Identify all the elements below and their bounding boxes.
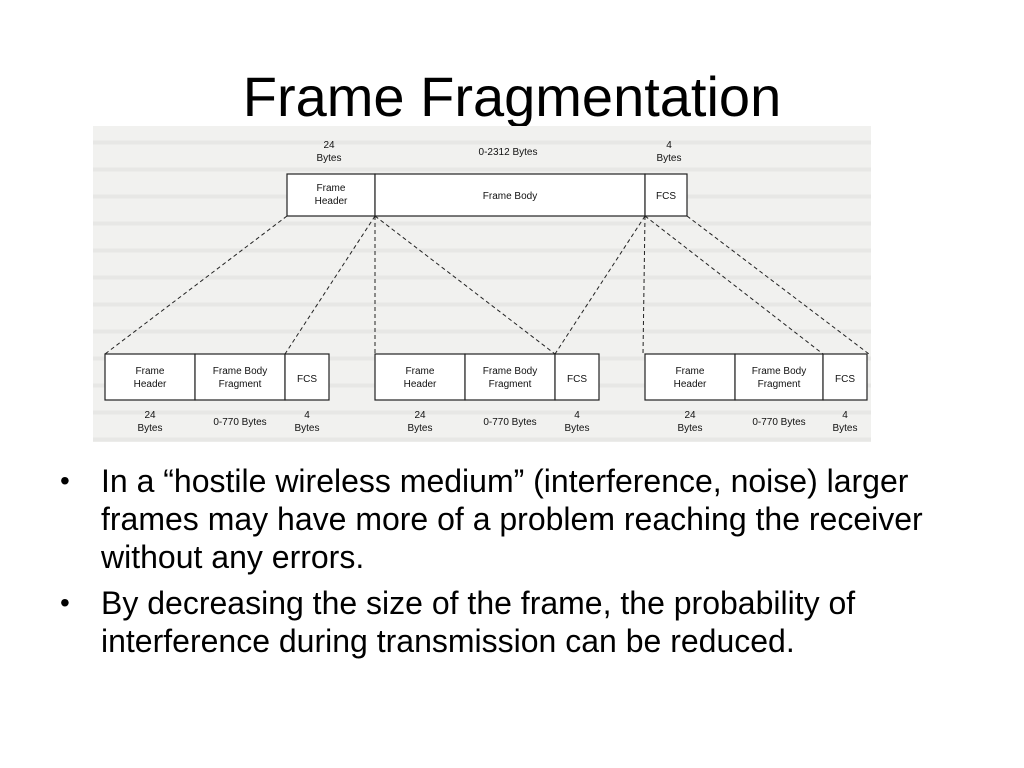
fragment-2-fcs-box <box>554 353 600 401</box>
fragment-1-body-label-2: Fragment <box>219 379 262 390</box>
fragment-1-fcs-label: FCS <box>297 374 317 385</box>
top-body-size: 0-2312 Bytes <box>479 147 538 158</box>
fragment-2-body-box <box>464 353 556 401</box>
top-frame-fcs-label: FCS <box>656 191 676 202</box>
fragment-3-header-label-2: Header <box>674 379 707 390</box>
fragment-1-fcs-size-number: 4 <box>304 410 310 421</box>
fragment-1-fcs-box <box>284 353 330 401</box>
top-frame-header-label-1: Frame <box>317 183 346 194</box>
fragment-1-body-label-1: Frame Body <box>213 366 267 377</box>
fragment-3-header-size-unit: Bytes <box>677 423 702 434</box>
top-fcs-size-unit: Bytes <box>656 153 681 164</box>
fragment-2-header-size-number: 24 <box>414 410 426 421</box>
top-frame-header-label-2: Header <box>315 196 348 207</box>
bullet-item: • In a “hostile wireless medium” (interf… <box>58 462 958 576</box>
fragment-3: Frame Header Frame Body Fragment FCS 24 … <box>644 353 868 434</box>
fragment-2-fcs-label: FCS <box>567 374 587 385</box>
top-frame-body-box <box>374 173 646 217</box>
fragmentation-diagram: 24 Bytes 0-2312 Bytes 4 Bytes Frame Head… <box>93 126 871 442</box>
fragment-3-fcs-label: FCS <box>835 374 855 385</box>
diagram-svg: 24 Bytes 0-2312 Bytes 4 Bytes Frame Head… <box>104 140 870 434</box>
fragment-3-header-label-1: Frame <box>676 366 705 377</box>
fragment-2-header-box <box>374 353 466 401</box>
fragment-3-header-size-number: 24 <box>684 410 696 421</box>
bullet-text: By decreasing the size of the frame, the… <box>101 585 856 659</box>
fragment-3-header-box <box>644 353 736 401</box>
fragment-1-header-size-number: 24 <box>144 410 156 421</box>
fragment-2: Frame Header Frame Body Fragment FCS 24 … <box>374 353 600 434</box>
fragment-1-header-box <box>104 353 196 401</box>
top-fcs-size-number: 4 <box>666 140 672 151</box>
fragment-2-body-label-1: Frame Body <box>483 366 537 377</box>
bullet-list: • In a “hostile wireless medium” (interf… <box>58 462 958 668</box>
bullet-item: • By decreasing the size of the frame, t… <box>58 584 958 660</box>
fragment-1-body-size: 0-770 Bytes <box>213 417 266 428</box>
bullet-text: In a “hostile wireless medium” (interfer… <box>101 463 923 575</box>
fragment-3-fcs-size-number: 4 <box>842 410 848 421</box>
fragment-2-header-size-unit: Bytes <box>407 423 432 434</box>
fragment-1-fcs-size-unit: Bytes <box>294 423 319 434</box>
fragment-2-body-label-2: Fragment <box>489 379 532 390</box>
top-header-size-unit: Bytes <box>316 153 341 164</box>
fragment-2-fcs-size-unit: Bytes <box>564 423 589 434</box>
fragment-3-body-label-2: Fragment <box>758 379 801 390</box>
fragment-1-body-box <box>194 353 286 401</box>
fragment-1-header-size-unit: Bytes <box>137 423 162 434</box>
top-frame-header-box <box>286 173 376 217</box>
fragment-3-fcs-size-unit: Bytes <box>832 423 857 434</box>
top-header-size-number: 24 <box>323 140 335 151</box>
fragment-1-header-label-1: Frame <box>136 366 165 377</box>
fragment-connector-lines <box>104 215 870 355</box>
top-frame-body-label: Frame Body <box>483 191 537 202</box>
fragment-2-body-size: 0-770 Bytes <box>483 417 536 428</box>
top-frame-fcs-box <box>644 173 688 217</box>
slide-title: Frame Fragmentation <box>242 65 782 128</box>
fragment-2-fcs-size-number: 4 <box>574 410 580 421</box>
fragment-3-body-label-1: Frame Body <box>752 366 806 377</box>
fragment-2-header-label-1: Frame <box>406 366 435 377</box>
bullet-marker: • <box>60 465 70 496</box>
fragment-3-body-box <box>734 353 824 401</box>
fragment-3-body-size: 0-770 Bytes <box>752 417 805 428</box>
fragment-3-fcs-box <box>822 353 868 401</box>
bullet-marker: • <box>60 587 70 618</box>
fragment-2-header-label-2: Header <box>404 379 437 390</box>
fragment-1: Frame Header Frame Body Fragment FCS 24 … <box>104 353 330 434</box>
fragment-1-header-label-2: Header <box>134 379 167 390</box>
